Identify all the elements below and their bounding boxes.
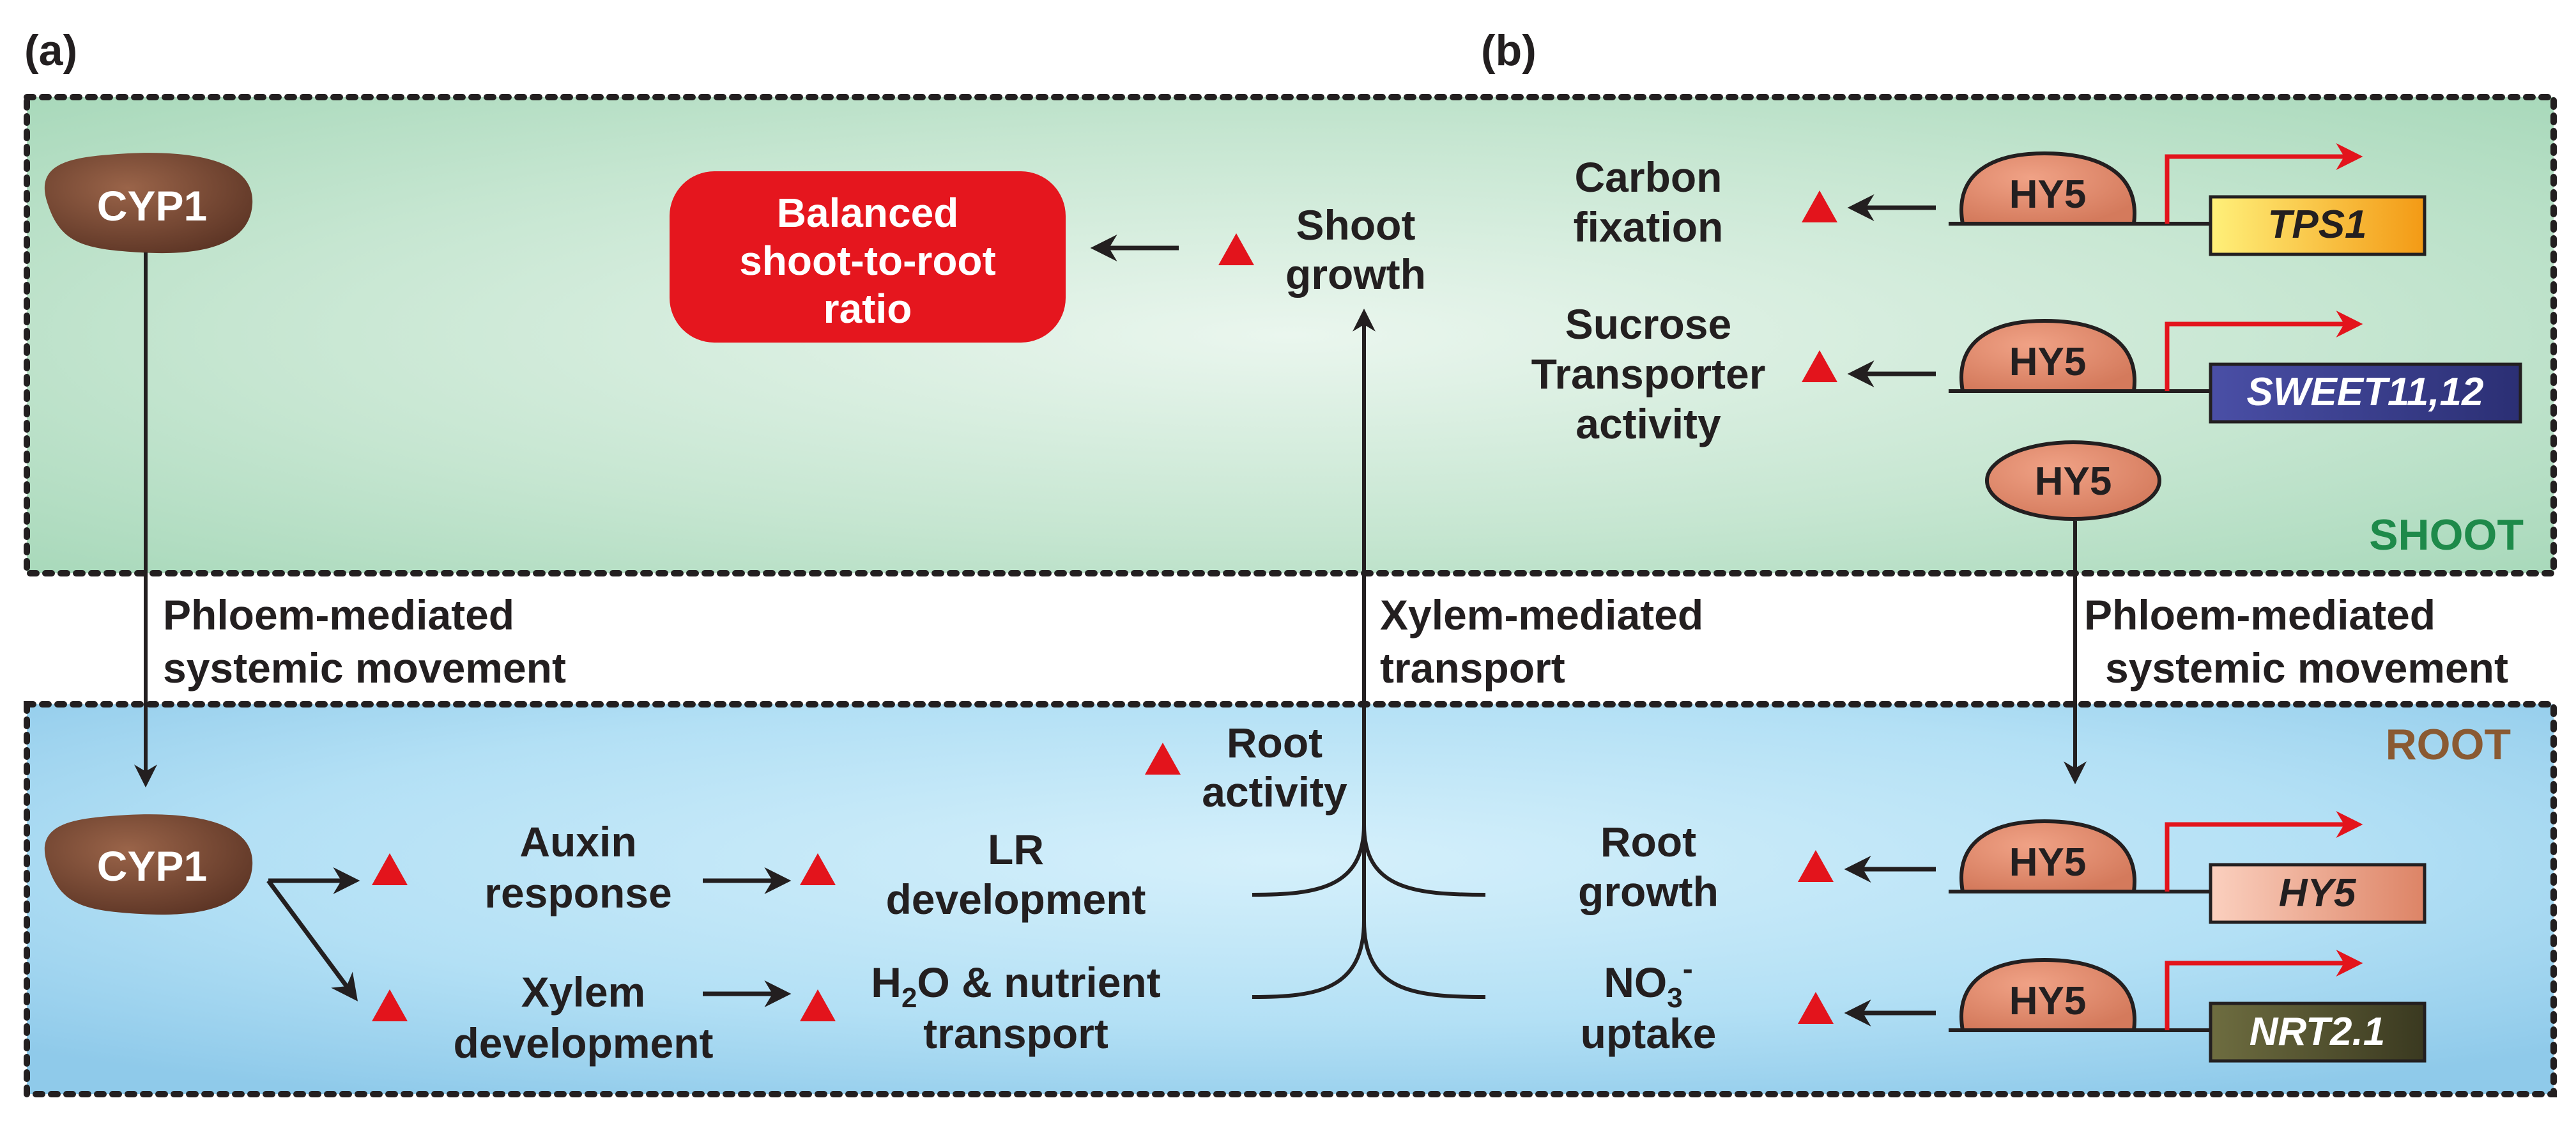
hy5-mobile-label: HY5 xyxy=(2035,460,2112,504)
balanced-label-3: ratio xyxy=(824,286,912,332)
increase-marker-shoot-growth xyxy=(1218,233,1254,265)
hy5-sweet-label: HY5 xyxy=(2009,340,2087,384)
shoot-growth-label-2: growth xyxy=(1285,251,1426,298)
shoot-region xyxy=(24,94,2557,576)
shoot-label: SHOOT xyxy=(2369,511,2524,559)
sweet-construct: HY5 SWEET11,12 xyxy=(1949,311,2522,424)
root-growth-label-2: growth xyxy=(1578,868,1719,915)
hy5-nrt-label: HY5 xyxy=(2009,979,2087,1023)
hy5-gene-label: HY5 xyxy=(2279,871,2357,915)
xylem-dev-label-2: development xyxy=(453,1019,713,1067)
increase-marker-root-activity xyxy=(1145,743,1181,775)
cyp1-root: CYP1 xyxy=(44,814,253,915)
increase-marker-h2o xyxy=(800,989,836,1021)
increase-marker-auxin xyxy=(372,853,408,885)
hy5-gene-construct: HY5 HY5 xyxy=(1949,811,2426,924)
phloem-b-label-2: systemic movement xyxy=(2105,644,2508,692)
root-activity-label-2: activity xyxy=(1202,768,1347,816)
carbon-label: Carbon xyxy=(1575,153,1722,201)
no3-label: NO3- xyxy=(1604,952,1692,1014)
nrt-gene-label: NRT2.1 xyxy=(2250,1010,2386,1054)
xylem-dev-label: Xylem xyxy=(521,968,645,1016)
shoot-growth-label: Shoot xyxy=(1296,201,1416,249)
xylem-transport-label-2: transport xyxy=(1380,644,1565,692)
root-label: ROOT xyxy=(2386,720,2511,769)
sweet-gene-label: SWEET11,12 xyxy=(2246,370,2483,414)
auxin-response-label-2: response xyxy=(484,869,671,916)
cyp1-root-label: CYP1 xyxy=(97,842,207,890)
hy5-hy5gene-label: HY5 xyxy=(2009,840,2087,885)
panel-a-label: (a) xyxy=(24,26,77,75)
increase-marker-carbon xyxy=(1802,190,1837,222)
cyp1-shoot-label: CYP1 xyxy=(97,182,207,229)
balanced-label-1: Balanced xyxy=(777,190,959,236)
phloem-a-label-2: systemic movement xyxy=(163,644,566,692)
increase-marker-xylem-dev xyxy=(372,989,408,1021)
branch-arrow-down xyxy=(266,879,358,1001)
root-growth-label: Root xyxy=(1600,818,1696,865)
lr-label: LR xyxy=(988,826,1044,873)
sucrose-label-3: activity xyxy=(1575,400,1721,447)
h2o-label-2: transport xyxy=(923,1010,1108,1057)
phloem-a-label: Phloem-mediated xyxy=(163,591,514,638)
hy5-mobile: HY5 xyxy=(1985,440,2161,521)
sucrose-label: Sucrose xyxy=(1565,300,1731,348)
panel-b-label: (b) xyxy=(1481,26,1537,75)
h2o-label: H2O & nutrient xyxy=(871,959,1160,1014)
increase-marker-no3 xyxy=(1798,992,1834,1024)
tps1-construct: HY5 TPS1 xyxy=(1949,143,2426,256)
tps1-gene-label: TPS1 xyxy=(2267,203,2366,247)
nrt-construct: HY5 NRT2.1 xyxy=(1949,950,2426,1063)
xylem-transport-label: Xylem-mediated xyxy=(1380,591,1703,638)
no3-label-2: uptake xyxy=(1581,1010,1717,1057)
hy5-tps1-label: HY5 xyxy=(2009,173,2087,217)
carbon-label-2: fixation xyxy=(1574,203,1724,251)
root-activity-label: Root xyxy=(1227,719,1322,766)
cyp1-shoot: CYP1 xyxy=(44,153,253,254)
increase-marker-root-growth xyxy=(1798,850,1834,882)
phloem-b-label: Phloem-mediated xyxy=(2084,591,2435,638)
increase-marker-sucrose xyxy=(1802,350,1837,382)
auxin-response-label: Auxin xyxy=(519,818,636,865)
increase-marker-lr xyxy=(800,853,836,885)
balanced-label-2: shoot-to-root xyxy=(739,238,996,284)
balanced-ratio-box: Balanced shoot-to-root ratio xyxy=(670,171,1066,343)
lr-label-2: development xyxy=(885,876,1146,923)
sucrose-label-2: Transporter xyxy=(1531,350,1766,398)
